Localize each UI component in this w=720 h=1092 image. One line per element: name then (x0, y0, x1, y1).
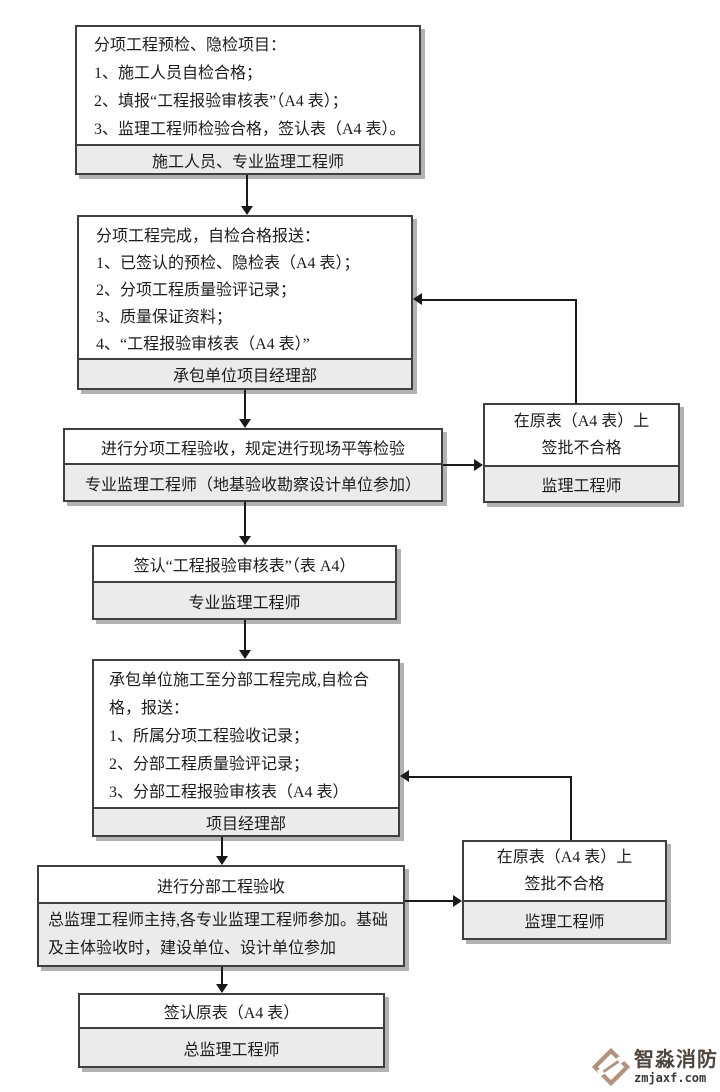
text-line: 在原表（A4 表）上 (496, 849, 633, 866)
text-line: 2、分项工程质量验评记录； (96, 282, 297, 299)
text-line: 3、监理工程师检验合格，签认表（A4 表）。 (94, 121, 406, 138)
flow-box-reject-division: 在原表（A4 表）上 签批不合格 监理工程师 (462, 840, 667, 940)
responsible-party-label: 专业监理工程师（地基验收勘察设计单位参加） (65, 463, 441, 500)
arrow-right-icon (453, 895, 462, 907)
box-title: 进行分部工程验收 (156, 878, 285, 896)
box-body: 在原表（A4 表）上 签批不合格 (485, 405, 678, 465)
arrow-down-icon (216, 856, 228, 865)
arrow-down-icon (239, 536, 251, 545)
flow-box-division-acceptance: 进行分部工程验收 总监理工程师主持,各专业监理工程师参加。基础及主体验收时，建设… (37, 865, 405, 967)
text-line: 分项工程预检、隐检项目： (94, 37, 287, 54)
brand-logo-icon (592, 1048, 630, 1086)
text-line: 4、“工程报验审核表（A4 表）” (96, 336, 310, 353)
arrow-down-icon (239, 650, 251, 659)
feedback-reject2-vertical (570, 777, 572, 840)
feedback-reject2-horizontal (409, 776, 572, 778)
connector-box4-box5 (244, 620, 246, 650)
responsible-party-label: 施工人员、专业监理工程师 (77, 144, 419, 173)
feedback-reject1-horizontal (422, 299, 577, 301)
flow-box-reject-subitem: 在原表（A4 表）上 签批不合格 监理工程师 (483, 403, 680, 503)
text-line: 承包单位施工至分部工程完成,自检合格，报送： (109, 672, 370, 717)
connector-box3-box4 (244, 502, 246, 536)
text-line: 1、施工人员自检合格； (94, 65, 263, 82)
feedback-reject1-vertical (575, 300, 577, 403)
brand-name: 智淼消防 (634, 1049, 718, 1071)
connector-box2-box3 (244, 390, 246, 419)
watermark: 智淼消防 zmjaxf.com (592, 1044, 718, 1090)
text-line: 1、所属分项工程验收记录； (109, 728, 310, 745)
text-line: 签批不合格 (541, 440, 622, 457)
box-title: 进行分项工程验收，规定进行现场平等检验 (100, 440, 405, 458)
participants-note: 总监理工程师主持,各专业监理工程师参加。基础及主体验收时，建设单位、设计单位参加 (39, 902, 403, 965)
text-line: 2、填报“工程报验审核表”（A4 表）； (94, 93, 348, 110)
text-line: 2、分部工程质量验评记录； (109, 756, 310, 773)
flow-box-sign-original-form: 签认原表（A4 表） 总监理工程师 (78, 993, 385, 1068)
arrow-right-icon (474, 459, 483, 471)
connector-box1-box2 (246, 175, 248, 206)
text-line: 3、质量保证资料； (96, 309, 233, 326)
text-line: 1、已签认的预检、隐检表（A4 表）； (96, 255, 360, 272)
flow-box-subitem-complete-submit: 分项工程完成，自检合格报送： 1、已签认的预检、隐检表（A4 表）； 2、分项工… (77, 215, 413, 390)
connector-box6-box7 (221, 967, 223, 984)
box-body: 分项工程完成，自检合格报送： 1、已签认的预检、隐检表（A4 表）； 2、分项工… (79, 217, 411, 358)
box-body: 在原表（A4 表）上 签批不合格 (464, 842, 665, 900)
box-body: 承包单位施工至分部工程完成,自检合格，报送： 1、所属分项工程验收记录； 2、分… (94, 661, 398, 807)
responsible-party-label: 监理工程师 (464, 900, 665, 938)
flow-box-subitem-acceptance: 进行分项工程验收，规定进行现场平等检验 专业监理工程师（地基验收勘察设计单位参加… (63, 428, 443, 502)
responsible-party-label: 项目经理部 (94, 807, 398, 835)
arrow-down-icon (241, 206, 253, 215)
text-line: 3、分部工程报验审核表（A4 表） (109, 784, 349, 801)
brand-domain: zmjaxf.com (634, 1071, 707, 1085)
responsible-party-label: 承包单位项目经理部 (79, 358, 411, 388)
connector-box3-reject1 (443, 464, 474, 466)
connector-box5-box6 (221, 837, 223, 856)
arrow-down-icon (239, 419, 251, 428)
arrow-down-icon (216, 984, 228, 993)
flow-box-subitem-precheck: 分项工程预检、隐检项目： 1、施工人员自检合格； 2、填报“工程报验审核表”（A… (75, 25, 421, 175)
responsible-party-label: 总监理工程师 (80, 1027, 383, 1066)
responsible-party-label: 专业监理工程师 (94, 581, 395, 618)
text-line: 在原表（A4 表）上 (513, 413, 650, 430)
responsible-party-label: 监理工程师 (485, 465, 678, 501)
arrow-left-icon (400, 770, 409, 782)
connector-box6-reject2 (405, 900, 453, 902)
box-title: 签认原表（A4 表） (163, 1005, 300, 1022)
box-body: 分项工程预检、隐检项目： 1、施工人员自检合格； 2、填报“工程报验审核表”（A… (77, 27, 419, 144)
flow-box-sign-review-form: 签认“工程报验审核表”（表 A4） 专业监理工程师 (92, 545, 397, 620)
box-title: 签认“工程报验审核表”（表 A4） (133, 558, 356, 575)
text-line: 分项工程完成，自检合格报送： (96, 228, 321, 245)
flow-box-division-complete-submit: 承包单位施工至分部工程完成,自检合格，报送： 1、所属分项工程验收记录； 2、分… (92, 659, 400, 837)
arrow-left-icon (413, 293, 422, 305)
text-line: 签批不合格 (524, 876, 605, 893)
watermark-text: 智淼消防 zmjaxf.com (634, 1050, 718, 1084)
